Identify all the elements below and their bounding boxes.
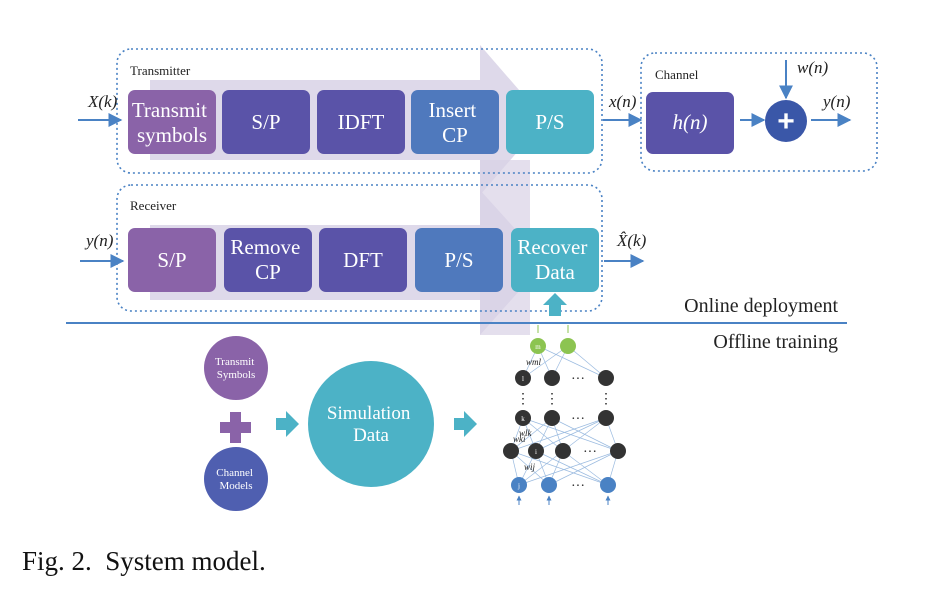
channel-block-h: h(n): [646, 92, 734, 154]
noise-label: w(n): [797, 58, 829, 77]
svg-text:Remove CP: Remove CP: [230, 235, 305, 284]
neural-network: m wml l ··· ⋮ ⋮ ⋮ k ··· wlk i ··· wki wi…: [503, 325, 626, 505]
nn-hidden1-node-i: [528, 443, 544, 459]
rx-block-remove-cp: Remove CP: [224, 228, 312, 292]
transmitter-title: Transmitter: [130, 63, 191, 78]
receiver-title: Receiver: [130, 198, 177, 213]
tx-block-4-line-2: CP: [442, 123, 468, 147]
nn-hidden1-node-i-label: i: [535, 448, 537, 456]
nn-output-node-2: [560, 338, 576, 354]
nn-hidden2-dots: ···: [571, 412, 585, 427]
rx-block-ps: P/S: [415, 228, 503, 292]
rx-output-label: X̂(k): [616, 231, 647, 250]
nn-vdots-3: ⋮: [599, 392, 613, 407]
nn-hidden1-node-n: [610, 443, 626, 459]
channel-models-node: Channel Models: [204, 447, 268, 511]
rx-block-3-label: DFT: [343, 248, 383, 272]
rx-block-5-line-2: Data: [535, 260, 575, 284]
rx-block-recover-data: Recover Data: [511, 228, 599, 292]
svg-text:Insert CP: Insert CP: [428, 98, 481, 147]
nn-hidden3-node-l: [515, 370, 531, 386]
nn-weight-ml: wml: [526, 357, 542, 367]
simulation-data-line-1: Simulation: [327, 403, 411, 424]
rx-block-2-line-2: CP: [255, 260, 281, 284]
nn-vdots-2: ⋮: [545, 392, 559, 407]
nn-hidden3-node-2: [544, 370, 560, 386]
data-to-network-arrow: [454, 411, 477, 437]
nn-weight-lk: wlk: [519, 428, 533, 438]
transmit-symbols-line-2: Symbols: [217, 369, 256, 381]
transmit-symbols-node: Transmit Symbols: [204, 336, 268, 400]
adder-symbol: +: [777, 105, 795, 138]
svg-text:Simulation Data: Simulation Data: [327, 403, 415, 446]
channel-group: [640, 52, 878, 172]
tx-block-insert-cp: Insert CP: [411, 90, 499, 154]
online-deployment-label: Online deployment: [684, 295, 838, 317]
nn-hidden3-node-n: [598, 370, 614, 386]
rx-block-1-label: S/P: [157, 248, 186, 272]
tx-block-sp: S/P: [222, 90, 310, 154]
channel-output-label: y(n): [821, 92, 851, 111]
transmitter-group: [116, 48, 603, 174]
offline-training-label: Offline training: [713, 331, 838, 353]
sources-to-data-arrow: [276, 411, 299, 437]
channel-models-line-2: Models: [220, 480, 253, 492]
channel-block-label: h(n): [673, 110, 708, 134]
tx-block-1-line-1: Transmit: [132, 98, 207, 122]
rx-block-sp: S/P: [128, 228, 216, 292]
tx-block-idft: IDFT: [317, 90, 405, 154]
transmit-symbols-line-1: Transmit: [215, 356, 254, 368]
nn-vdots-1: ⋮: [516, 392, 530, 407]
combine-plus-icon: [220, 412, 251, 443]
nn-hidden1-dots: ···: [583, 445, 597, 460]
tx-block-2-label: S/P: [251, 110, 280, 134]
nn-input-dots: ···: [571, 479, 585, 494]
nn-weight-ij: wij: [524, 462, 536, 472]
rx-block-4-label: P/S: [444, 248, 473, 272]
nn-weight-ki: wki: [513, 434, 526, 444]
nn-input-node-j-label: j: [517, 482, 520, 490]
nn-input-node-n: [600, 477, 616, 493]
nn-hidden2-node-k: [515, 410, 531, 426]
rx-block-dft: DFT: [319, 228, 407, 292]
svg-text:Channel Models: Channel Models: [216, 467, 255, 492]
nn-output-node-m-label: m: [535, 343, 541, 351]
tx-block-ps: P/S: [506, 90, 594, 154]
nn-output-node-m: [530, 338, 546, 354]
receiver-group: [116, 184, 603, 312]
nn-hidden1-node-1: [503, 443, 519, 459]
tx-block-transmit-symbols: Transmit symbols: [128, 90, 216, 154]
nn-hidden2-node-2: [544, 410, 560, 426]
tx-output-label: x(n): [608, 92, 637, 111]
rx-block-5-line-1: Recover: [517, 235, 587, 259]
figure-caption: Fig. 2. System model.: [22, 546, 266, 576]
nn-hidden3-dots: ···: [571, 372, 585, 387]
nn-hidden3-node-l-label: l: [522, 375, 524, 383]
svg-text:Transmit symbols: Transmit symbols: [132, 98, 212, 147]
nn-input-node-j: [511, 477, 527, 493]
tx-input-label: X(k): [87, 92, 118, 111]
nn-input-node-2: [541, 477, 557, 493]
adder-circle: [765, 100, 807, 142]
rx-input-label: y(n): [84, 231, 114, 250]
tx-block-5-label: P/S: [535, 110, 564, 134]
channel-models-line-1: Channel: [216, 467, 253, 479]
tx-block-1-line-2: symbols: [137, 123, 207, 147]
tx-block-4-line-1: Insert: [428, 98, 476, 122]
tx-block-3-label: IDFT: [338, 110, 385, 134]
simulation-data-node: Simulation Data: [308, 361, 434, 487]
channel-title: Channel: [655, 67, 699, 82]
rx-block-2-line-1: Remove: [230, 235, 300, 259]
nn-hidden2-node-k-label: k: [521, 415, 525, 423]
svg-text:Transmit Symbols: Transmit Symbols: [215, 356, 257, 381]
nn-to-recover-arrow: [543, 293, 567, 316]
svg-text:Recover Data: Recover Data: [517, 235, 592, 284]
nn-hidden1-node-3: [555, 443, 571, 459]
simulation-data-line-2: Data: [353, 425, 389, 446]
nn-hidden2-node-n: [598, 410, 614, 426]
